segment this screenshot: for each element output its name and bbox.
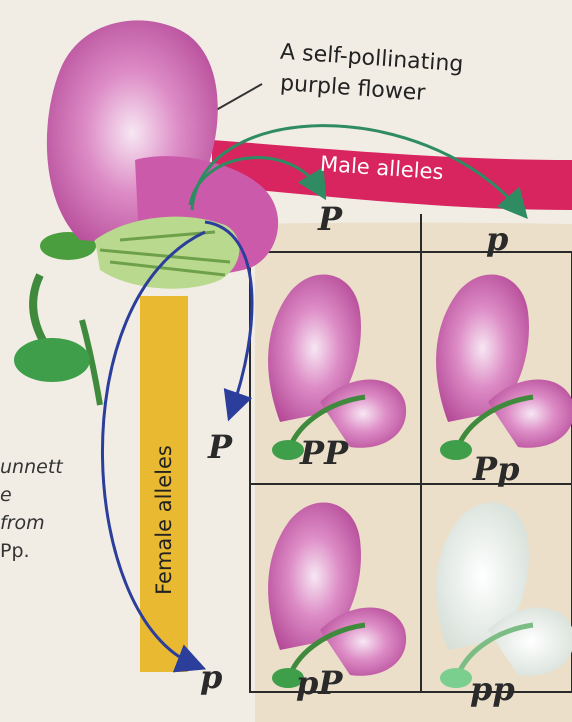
male-allele-P: P xyxy=(318,200,342,238)
side-text-line-4: Pp. xyxy=(0,540,30,562)
cell-genotype-pp: pp xyxy=(470,670,515,708)
cell-genotype-pP: pP xyxy=(296,664,342,702)
female-allele-P: P xyxy=(208,428,232,466)
side-text-line-2: e xyxy=(0,484,12,506)
female-alleles-label: Female alleles xyxy=(152,445,176,595)
side-text-line-1: unnett xyxy=(0,456,63,478)
cell-genotype-PP: PP xyxy=(300,434,348,472)
cell-genotype-Pp: Pp xyxy=(473,450,519,488)
side-text-line-3: from xyxy=(0,512,45,534)
male-allele-p: p xyxy=(486,220,508,258)
female-allele-p: p xyxy=(200,658,222,696)
